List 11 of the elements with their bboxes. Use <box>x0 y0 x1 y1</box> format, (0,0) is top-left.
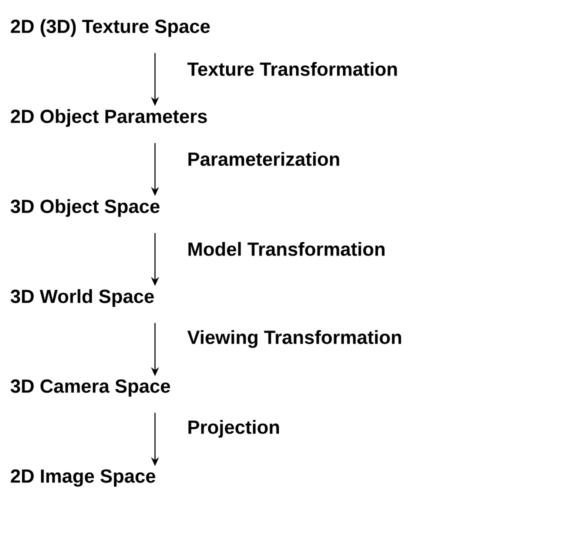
stage-label: 2D Image Space <box>10 469 156 487</box>
edge-label: Texture Transformation <box>187 62 397 76</box>
stage-label: 3D World Space <box>10 289 154 307</box>
edge-label: Projection <box>188 420 279 438</box>
edge-label: Model Transformation <box>188 242 384 256</box>
edge-label: Parameterization <box>188 152 340 166</box>
edge-label: Viewing Transformation <box>187 330 402 348</box>
stage-label: 3D Camera Space <box>10 379 170 397</box>
stage-label: 2D Object Parameters <box>10 109 207 127</box>
stage-label: 3D Object Space <box>10 199 160 217</box>
stage-label: 2D (3D) Texture Space <box>10 19 210 37</box>
